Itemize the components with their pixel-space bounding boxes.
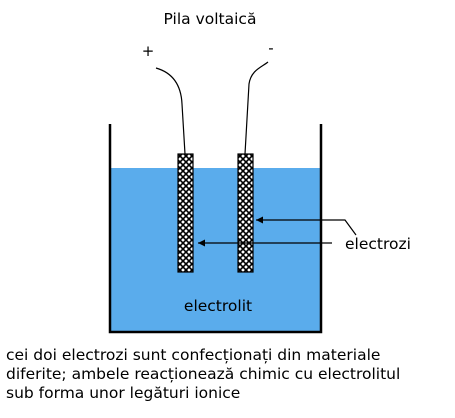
positive-terminal-sign: + (142, 42, 155, 60)
caption-line: cei doi electrozi sunt confecționați din… (6, 346, 381, 364)
electrolyte-label: electrolit (184, 297, 252, 315)
electrodes-label: electrozi (345, 235, 411, 253)
electrode-pointer-upper (256, 219, 357, 236)
caption-line: sub forma unor legături ionice (6, 384, 241, 402)
negative-electrode (237, 153, 254, 273)
negative-wire (244, 61, 269, 155)
container-walls (108, 124, 323, 334)
caption-line: diferite; ambele reacționează chimic cu … (6, 365, 401, 383)
electrode-pointer-lower-arrowhead (198, 239, 205, 247)
electrolyte-liquid (111, 168, 320, 331)
page-title: Pila voltaică (164, 10, 257, 28)
explanation-caption: cei doi electrozi sunt confecționați din… (6, 346, 451, 403)
positive-wire (155, 67, 186, 155)
negative-terminal-sign: - (268, 39, 273, 57)
electrode-pointer-upper-arrowhead (256, 216, 263, 224)
positive-electrode (177, 153, 194, 273)
